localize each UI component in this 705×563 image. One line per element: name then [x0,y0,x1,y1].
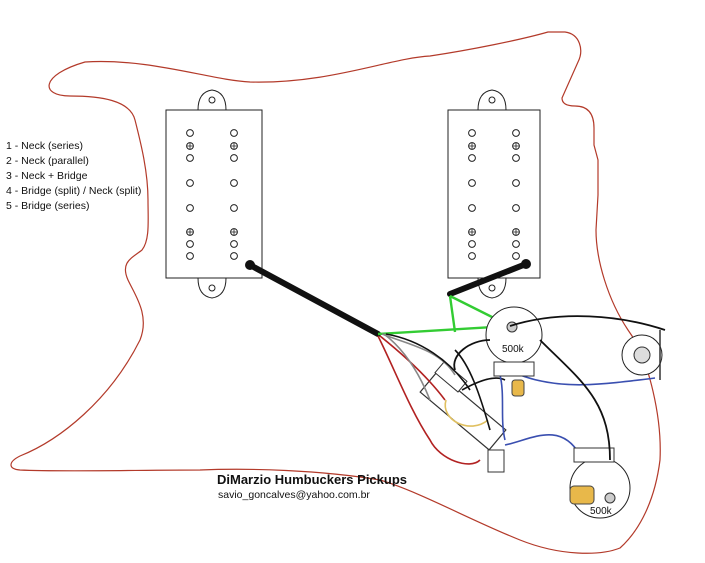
bridge-pole-pieces [468,129,520,260]
pole-piece [468,179,476,187]
output-jack [621,330,663,380]
switch-wires [377,333,656,465]
legend-item: 4 - Bridge (split) / Neck (split) [6,185,142,197]
neck-humbucker [165,89,263,299]
pole-screw-mark [469,143,475,149]
pole-piece [186,252,194,260]
pole-piece [186,129,194,137]
pole-screw-mark [187,143,193,149]
bridge-pickup-cable [447,261,529,297]
diagram-title: DiMarzio Humbuckers Pickups [217,472,407,487]
tone-pot [569,447,631,519]
pole-screw-mark [513,143,519,149]
neck-pickup-cable [247,262,381,337]
pole-piece [230,240,238,248]
black-wires [453,315,666,461]
author-email: savio_goncalves@yahoo.com.br [218,489,370,501]
pole-piece [512,179,520,187]
pole-screw-mark [231,229,237,235]
pole-piece [512,204,520,212]
switch-position-legend: 1 - Neck (series) 2 - Neck (parallel) 3 … [6,139,141,214]
pole-piece [468,204,476,212]
neck-pole-pieces [186,129,238,260]
pole-piece [512,154,520,162]
tone-pot-label: 500k [590,506,613,517]
pole-piece [186,240,194,248]
pole-screw-mark [469,229,475,235]
five-way-switch [419,361,507,473]
pole-screw-mark [231,143,237,149]
pole-piece [230,252,238,260]
bridge-humbucker [447,89,541,299]
pole-piece [468,129,476,137]
pole-piece [468,154,476,162]
pole-piece [230,204,238,212]
legend-item: 3 - Neck + Bridge [6,170,88,182]
pole-piece [186,204,194,212]
pole-piece [468,252,476,260]
pole-screw-mark [187,229,193,235]
pole-piece [512,240,520,248]
pole-piece [512,129,520,137]
pole-piece [186,154,194,162]
pole-screw-mark [513,229,519,235]
pole-piece [230,179,238,187]
pole-piece [230,129,238,137]
pickguard-outline [10,31,661,554]
pole-piece [186,179,194,187]
pole-piece [230,154,238,162]
legend-item: 1 - Neck (series) [6,140,84,152]
legend-item: 2 - Neck (parallel) [6,155,89,167]
pole-piece [468,240,476,248]
legend-item: 5 - Bridge (series) [6,200,90,212]
volume-pot-label: 500k [502,344,525,355]
pole-piece [512,252,520,260]
